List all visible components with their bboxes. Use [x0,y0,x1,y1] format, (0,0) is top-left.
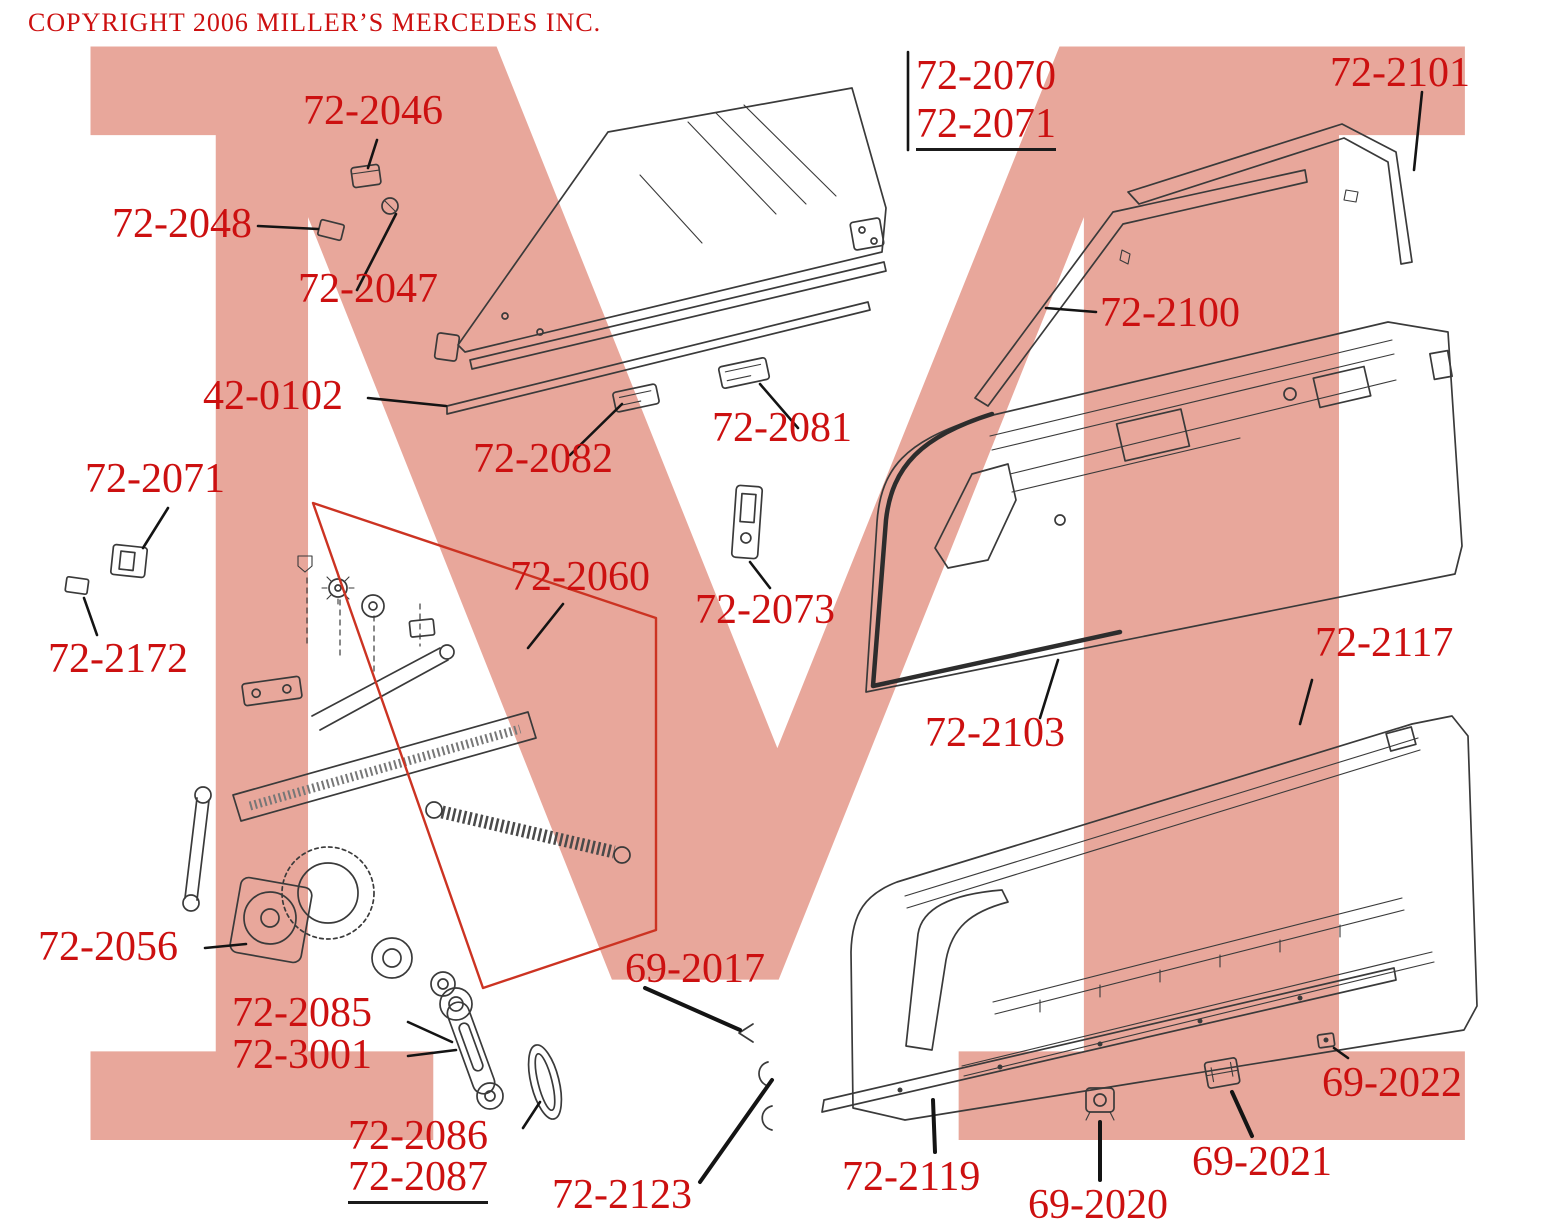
glass-clip-drawings [612,356,771,413]
leader-72-2046 [366,138,379,170]
part-label-72-2046[interactable]: 72-2046 [303,88,443,134]
leader-69-2022 [1332,1046,1350,1060]
leader-72-2119 [931,1098,937,1154]
part-label-72-2117[interactable]: 72-2117 [1315,620,1454,666]
retaining-clip-drawings-bottom [738,1023,773,1131]
leader-72-3001 [406,1048,458,1058]
clip-69-2022-drawing [1316,1032,1336,1049]
clip-69-2020-drawing [1085,1087,1115,1121]
leader-72-2101 [1412,90,1424,172]
leader-69-2017 [643,986,742,1032]
leader-72-2048 [256,224,320,231]
window-crank-drawing [439,987,504,1110]
leader-72-2047 [355,212,398,292]
leader-72-2073 [748,560,772,590]
clip-69-2021-drawing [1203,1057,1241,1089]
copyright-text: COPYRIGHT 2006 MILLER’S MERCEDES INC. [28,8,602,37]
weatherstrip-rail-drawing [821,967,1397,1113]
part-label-69-2022[interactable]: 69-2022 [1322,1060,1462,1106]
part-label-72-2103[interactable]: 72-2103 [925,710,1065,756]
leader-72-2060 [526,602,565,650]
upper-door-shell-drawing [865,321,1463,693]
leader-72-2071-left [141,506,170,550]
leader-69-2021 [1230,1090,1254,1138]
small-clip-drawings-left [64,543,149,596]
part-label-72-2087[interactable]: 72-2087 [348,1156,488,1204]
leader-lines [82,50,1424,1184]
leader-72-2056 [203,942,248,950]
crank-escutcheon-drawing [527,1044,563,1120]
part-label-72-2048[interactable]: 72-2048 [112,201,252,247]
part-label-72-2071-left[interactable]: 72-2071 [85,456,225,502]
leader-72-2086 [521,1100,542,1130]
regulator-highlight-box [311,501,658,990]
part-label-69-2020[interactable]: 69-2020 [1028,1182,1168,1226]
part-label-72-3001[interactable]: 72-3001 [232,1032,372,1078]
part-label-72-2070[interactable]: 72-2070 [916,53,1056,99]
part-label-72-2172[interactable]: 72-2172 [48,636,188,682]
leader-72-2172 [82,596,99,637]
small-clip-drawings-top-left [316,163,399,242]
part-label-72-2047[interactable]: 72-2047 [298,266,438,312]
leader-72-2103 [1038,658,1060,720]
part-label-72-2081[interactable]: 72-2081 [712,405,852,451]
part-label-72-2086[interactable]: 72-2086 [348,1113,488,1159]
part-label-72-2082[interactable]: 72-2082 [473,436,613,482]
leader-72-2085 [406,1020,454,1044]
part-label-72-2071-top[interactable]: 72-2071 [916,103,1056,151]
leader-72-2081 [758,382,800,430]
part-label-72-2073[interactable]: 72-2073 [695,587,835,633]
door-glass-drawing [433,87,887,370]
leader-72-2117 [1298,678,1314,726]
leader-42-0102 [366,396,448,408]
lower-door-shell-drawing [850,715,1478,1121]
part-label-72-2119[interactable]: 72-2119 [842,1154,981,1200]
window-guide-drawing [730,484,764,560]
part-label-72-2100[interactable]: 72-2100 [1100,290,1240,336]
part-label-69-2017[interactable]: 69-2017 [625,946,765,992]
leader-72-2082 [568,402,624,457]
window-regulator-drawing [182,555,631,997]
part-label-42-0102[interactable]: 42-0102 [203,373,343,419]
chrome-trim-drawing [1127,123,1413,265]
part-label-69-2021[interactable]: 69-2021 [1192,1139,1332,1185]
part-label-72-2101[interactable]: 72-2101 [1330,50,1470,96]
leader-72-2123 [698,1078,774,1184]
part-label-72-2060[interactable]: 72-2060 [510,554,650,600]
glass-channel-rail-drawing [446,301,871,415]
window-frame-seal-drawing [974,169,1308,407]
part-label-72-2123[interactable]: 72-2123 [552,1172,692,1218]
leader-72-2100 [1044,306,1098,314]
part-label-72-2056[interactable]: 72-2056 [38,924,178,970]
part-label-72-2085[interactable]: 72-2085 [232,990,372,1036]
